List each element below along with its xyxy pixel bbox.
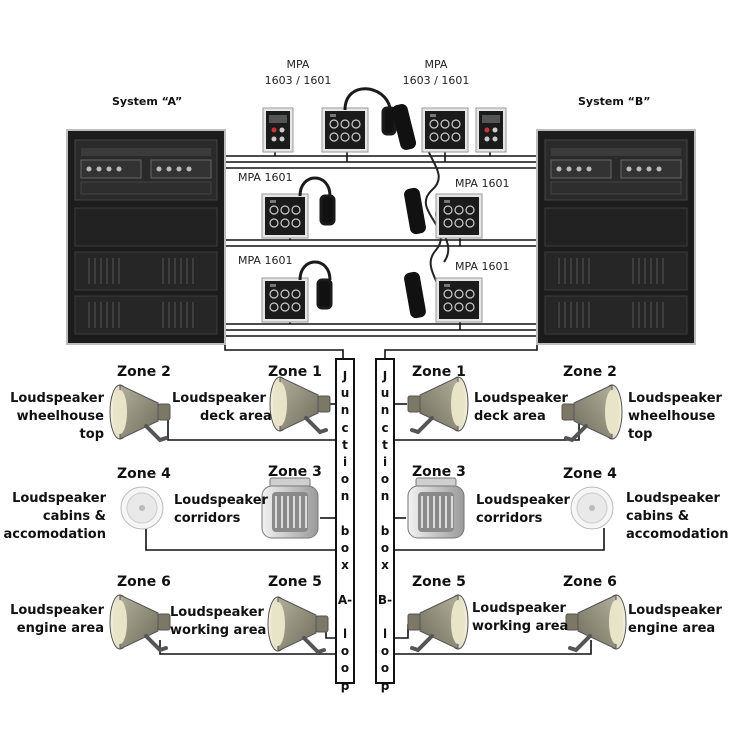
zone-description-line: Loudspeaker [474,391,568,406]
zone-label: Zone 4 [117,466,171,482]
mic-panel-icon [421,107,469,153]
zone-description-line: accomodation [3,527,106,542]
mic-panel-icon [435,277,483,323]
zone-description-line: accomodation [626,527,729,542]
wiring [145,124,605,655]
zone-description-line: Loudspeaker [10,603,104,618]
zone-description-line: Loudspeaker [472,601,566,616]
zone-description: Loudspeaker cabins & accomodation [626,490,729,544]
zone-description: Loudspeaker wheelhouse top [628,390,722,444]
zone-description: Loudspeaker cabins & accomodation [2,490,106,544]
panel-label-line: 1603 / 1601 [402,74,470,87]
zone-description-line: Loudspeaker [10,391,104,406]
panel-label-top-left: MPA 1603 / 1601 [258,57,338,89]
zone-description-line: Loudspeaker [476,493,570,508]
horn-speaker-icon [108,593,172,652]
zone-description-line: engine area [16,621,104,636]
panel-label-top-right: MPA 1603 / 1601 [396,57,476,89]
mic-panel-icon [261,277,309,323]
zone-description-line: wheelhouse [16,409,104,424]
zone-description-line: cabins & [626,509,690,524]
zone-description-line: Loudspeaker [626,491,720,506]
zone-label: Zone 6 [563,574,617,590]
mic-panel-icon [261,193,309,239]
zone-label: Zone 1 [412,364,466,380]
junction-box-b-label: J u n c t i o n b o x B- l o o p [377,369,393,693]
horn-speaker-icon [408,377,468,432]
panel-label-row3-right: MPA 1601 [455,260,510,273]
zone-description-line: Loudspeaker [628,391,722,406]
zone-label: Zone 2 [117,364,171,380]
ceiling-speaker-icon [120,486,164,530]
zone-label: Zone 4 [563,466,617,482]
zone-label: Zone 2 [563,364,617,380]
zone-description-line: top [79,427,104,442]
zone-description: Loudspeaker working area [170,604,266,640]
horn-speaker-icon [566,595,626,650]
zone-description-line: deck area [474,409,546,424]
horn-speaker-icon [408,595,468,650]
horn-speaker-icon [108,383,172,442]
zone-description-line: working area [170,623,267,638]
junction-box-b: J u n c t i o n b o x B- l o o p [375,358,395,693]
horn-speaker-icon [266,595,330,654]
zone-label: Zone 5 [412,574,466,590]
rack-b-icon [536,129,696,345]
microphone-icon [298,87,397,310]
zone-description-line: Loudspeaker [170,605,264,620]
zone-description: Loudspeaker deck area [474,390,568,426]
zone-description: Loudspeaker deck area [172,390,272,426]
panel-label-line: 1603 / 1601 [264,74,332,87]
zone-description: Loudspeaker engine area [628,602,722,638]
horn-speaker-icon [562,385,622,440]
call-panel-icon [262,107,294,153]
zone-description-line: Loudspeaker [174,493,268,508]
zone-description: Loudspeaker engine area [2,602,104,638]
zone-description-line: corridors [174,511,241,526]
system-a-label: System “A” [112,95,183,108]
zone-label: Zone 3 [268,464,322,480]
zone-description: Loudspeaker corridors [174,492,268,528]
microphone-icon [391,104,426,319]
panel-label-row2-right: MPA 1601 [455,177,510,190]
zone-description-line: Loudspeaker [12,491,106,506]
zone-description: Loudspeaker working area [472,600,568,636]
call-panel-icon [475,107,507,153]
zone-label: Zone 6 [117,574,171,590]
zone-description-line: top [628,427,653,442]
panel-label-row2-left: MPA 1601 [238,171,293,184]
zone-description-line: working area [472,619,569,634]
zone-description-line: engine area [628,621,716,636]
zone-description: Loudspeaker wheelhouse top [2,390,104,444]
junction-box-a-label: J u n c t i o n b o x A- l o o p [337,369,353,693]
ceiling-speaker-icon [570,486,614,530]
zone-description-line: Loudspeaker [172,391,266,406]
panel-label-line: MPA [424,58,448,71]
cabinet-speaker-icon [407,477,465,539]
zone-description-line: corridors [476,511,543,526]
mic-panel-icon [435,193,483,239]
panel-label-row3-left: MPA 1601 [238,254,293,267]
panel-label-line: MPA [286,58,310,71]
horn-speaker-icon [268,375,332,434]
rack-a-icon [66,129,226,345]
junction-box-a: J u n c t i o n b o x A- l o o p [335,358,355,693]
zone-description: Loudspeaker corridors [476,492,570,528]
zone-label: Zone 1 [268,364,322,380]
zone-label: Zone 5 [268,574,322,590]
system-b-label: System “B” [578,95,651,108]
zone-label: Zone 3 [412,464,466,480]
mic-panel-icon [321,107,369,153]
zone-description-line: cabins & [42,509,106,524]
cabinet-speaker-icon [261,477,319,539]
zone-description-line: Loudspeaker [628,603,722,618]
zone-description-line: wheelhouse [628,409,716,424]
zone-description-line: deck area [200,409,272,424]
